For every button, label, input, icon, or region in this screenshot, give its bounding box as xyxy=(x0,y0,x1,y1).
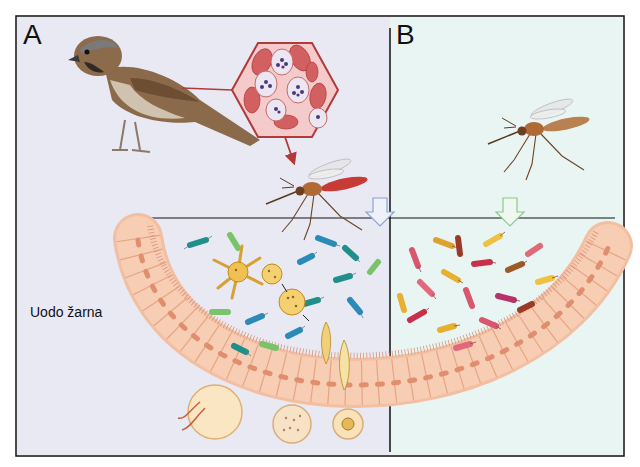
mosquito xyxy=(488,96,591,180)
blood-callout xyxy=(232,43,338,137)
panel: B xyxy=(390,17,623,455)
mosquito-fed xyxy=(266,156,369,240)
gut-tissue xyxy=(138,226,608,385)
panel-letter: A xyxy=(17,17,48,53)
panel-letter: B xyxy=(390,17,421,53)
organ-label: Uodo žarna xyxy=(30,304,102,320)
panel: A xyxy=(17,17,390,455)
sparrow xyxy=(68,36,260,152)
